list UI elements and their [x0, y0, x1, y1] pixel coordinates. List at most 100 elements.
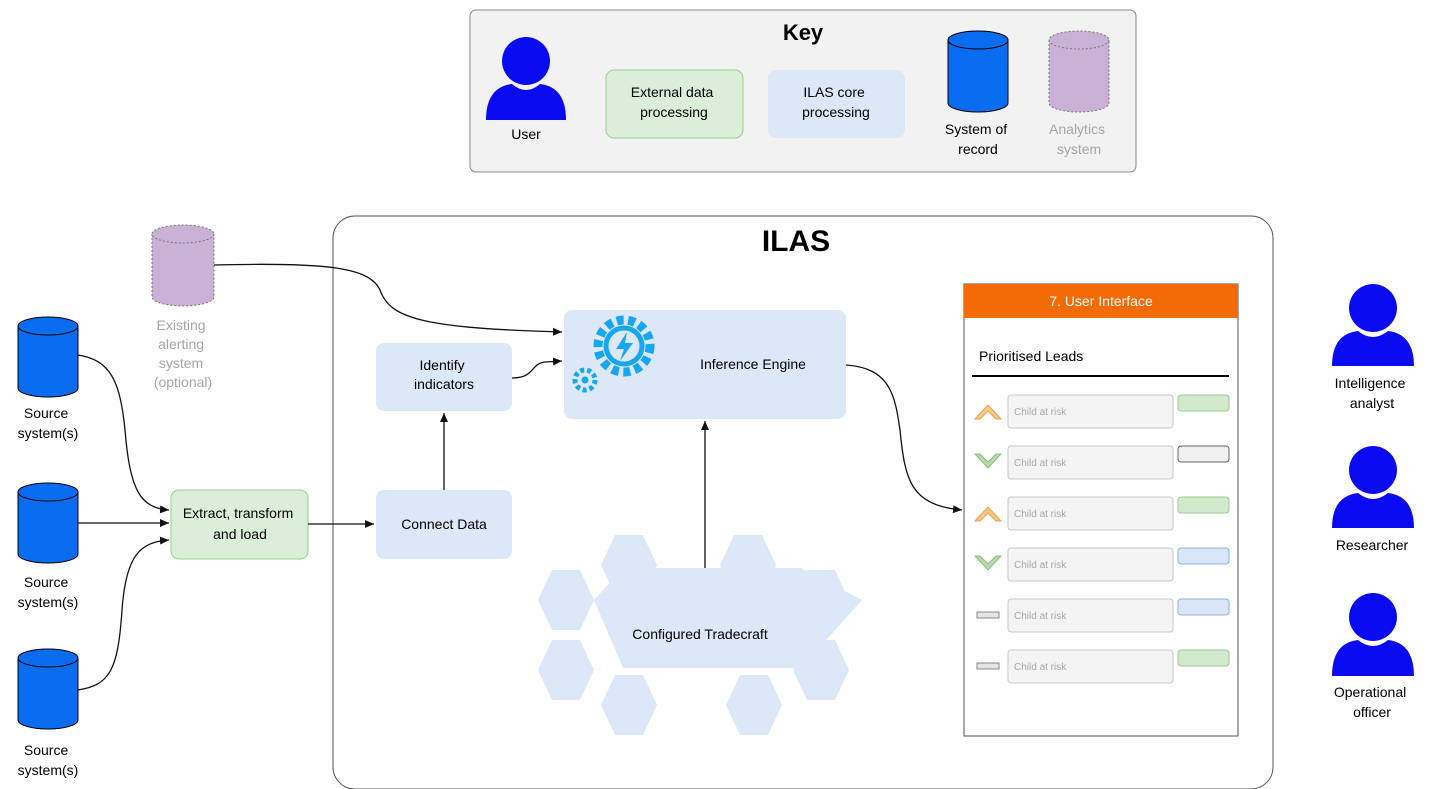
inference-engine-box [564, 310, 846, 419]
lead-tag-blue [1177, 547, 1230, 565]
key-analytics-label-2: system [1057, 141, 1101, 157]
key-external-label-2: processing [640, 104, 708, 120]
user-icon [1332, 284, 1414, 366]
existing-alerting-system: Existing alerting system (optional) [151, 224, 215, 390]
operational-officer: Operational officer [1332, 593, 1414, 720]
analytics-system-icon [1048, 30, 1110, 113]
intelligence-analyst: Intelligence analyst [1332, 284, 1414, 411]
arrow-inference-to-ui [845, 364, 963, 514]
source-system-1: Source system(s) [17, 316, 79, 441]
key-user-label: User [511, 126, 541, 142]
lead-row[interactable]: Child at risk [973, 547, 1230, 582]
arrow-source1-to-etl [77, 354, 170, 514]
alerting-label-1: Existing [157, 317, 206, 333]
user-icon [1332, 446, 1414, 528]
ui-header-label: 7. User Interface [1049, 293, 1153, 309]
lead-row[interactable]: Child at risk [973, 445, 1230, 480]
priority-flat-icon [976, 662, 1000, 670]
lead-row[interactable]: Child at risk [973, 496, 1230, 531]
source-system-2: Source system(s) [17, 482, 79, 610]
intelligence-analyst-label-1: Intelligence [1335, 375, 1406, 391]
svg-text:External data processing: External data processing [631, 84, 717, 120]
lead-tag-green [1177, 649, 1230, 667]
svg-text:Source system(s): Source system(s) [18, 405, 79, 441]
svg-text:Source system(s): Source system(s) [18, 574, 79, 610]
priority-down-icon [973, 555, 1003, 571]
key-core-box [768, 70, 905, 138]
key-external-box [605, 69, 744, 139]
key-analytics-label-1: Analytics [1049, 121, 1105, 137]
prioritised-leads-title: Prioritised Leads [979, 348, 1083, 364]
lead-row[interactable]: Child at risk [973, 394, 1230, 429]
source-1-label-2: system(s) [18, 425, 79, 441]
key-legend: Key User External data processing ILAS c… [469, 9, 1137, 173]
priority-down-icon [973, 453, 1003, 469]
lead-tag-green [1177, 394, 1230, 412]
key-system-of-record-label-1: System of [945, 121, 1007, 137]
lead-row[interactable]: Child at risk [976, 598, 1230, 633]
svg-text:ILAS core processing: ILAS core processing [802, 84, 870, 120]
etl-label-1: Extract, transform [183, 505, 293, 521]
svg-text:Analytics system: Analytics system [1049, 121, 1109, 157]
intelligence-analyst-label-2: analyst [1350, 395, 1394, 411]
alerting-label-4: (optional) [154, 374, 212, 390]
connect-data-label: Connect Data [401, 516, 487, 532]
priority-up-icon [973, 404, 1003, 420]
lead-text: Child at risk [1014, 509, 1067, 520]
svg-text:Identify indicators: Identify indicators [414, 357, 474, 392]
researcher-label: Researcher [1336, 537, 1409, 553]
key-title: Key [783, 20, 824, 45]
researcher: Researcher [1332, 446, 1414, 553]
lead-field [1007, 496, 1174, 531]
key-system-of-record-label-2: record [958, 141, 998, 157]
lead-text: Child at risk [1014, 458, 1067, 469]
source-system-3: Source system(s) [17, 648, 79, 778]
etl-box [170, 489, 309, 560]
connect-data-box [376, 490, 512, 559]
source-1-label-1: Source [24, 405, 69, 421]
lead-tag-grey [1177, 445, 1230, 463]
priority-up-icon [973, 506, 1003, 522]
user-interface-panel: 7. User Interface Prioritised Leads Chil… [963, 283, 1239, 737]
lead-text: Child at risk [1014, 662, 1067, 673]
alerting-label-2: alerting [158, 336, 204, 352]
etl-label-2: and load [213, 526, 267, 542]
svg-text:Operational officer: Operational officer [1334, 684, 1410, 720]
identify-indicators-box [376, 343, 512, 411]
key-external-label-1: External data [631, 84, 714, 100]
arrow-source3-to-etl [77, 536, 170, 691]
key-core-label-1: ILAS core [803, 84, 865, 100]
system-of-record-icon [947, 30, 1009, 113]
tradecraft-cluster [538, 535, 862, 735]
svg-text:System of record: System of record [945, 121, 1011, 157]
identify-label-1: Identify [419, 357, 464, 373]
priority-flat-icon [976, 611, 1000, 619]
lead-text: Child at risk [1014, 560, 1067, 571]
key-core-label-2: processing [802, 104, 870, 120]
source-2-label-1: Source [24, 574, 69, 590]
gear-bolt-icon [572, 315, 655, 393]
connectors [77, 263, 963, 691]
lead-text: Child at risk [1014, 611, 1067, 622]
identify-label-2: indicators [414, 376, 474, 392]
lead-field [1007, 445, 1174, 480]
operational-officer-label-2: officer [1353, 704, 1391, 720]
svg-text:Intelligence analyst: Intelligence analyst [1335, 375, 1410, 411]
source-2-label-2: system(s) [18, 594, 79, 610]
lead-row[interactable]: Child at risk [976, 649, 1230, 684]
inference-engine-label: Inference Engine [700, 356, 806, 372]
lead-tag-green [1177, 496, 1230, 514]
user-icon [486, 37, 566, 120]
lead-field [1007, 649, 1174, 684]
operational-officer-label-1: Operational [1334, 684, 1406, 700]
ilas-title: ILAS [762, 225, 830, 258]
lead-field [1007, 394, 1174, 429]
svg-text:Existing alerting: Existing alerting system (optional) [154, 317, 212, 390]
arrow-identify-to-inference [511, 357, 563, 379]
arrow-alerting-to-inference [213, 263, 563, 336]
user-icon [1332, 593, 1414, 676]
source-3-label-2: system(s) [18, 762, 79, 778]
source-3-label-1: Source [24, 742, 69, 758]
alerting-label-3: system [159, 355, 203, 371]
